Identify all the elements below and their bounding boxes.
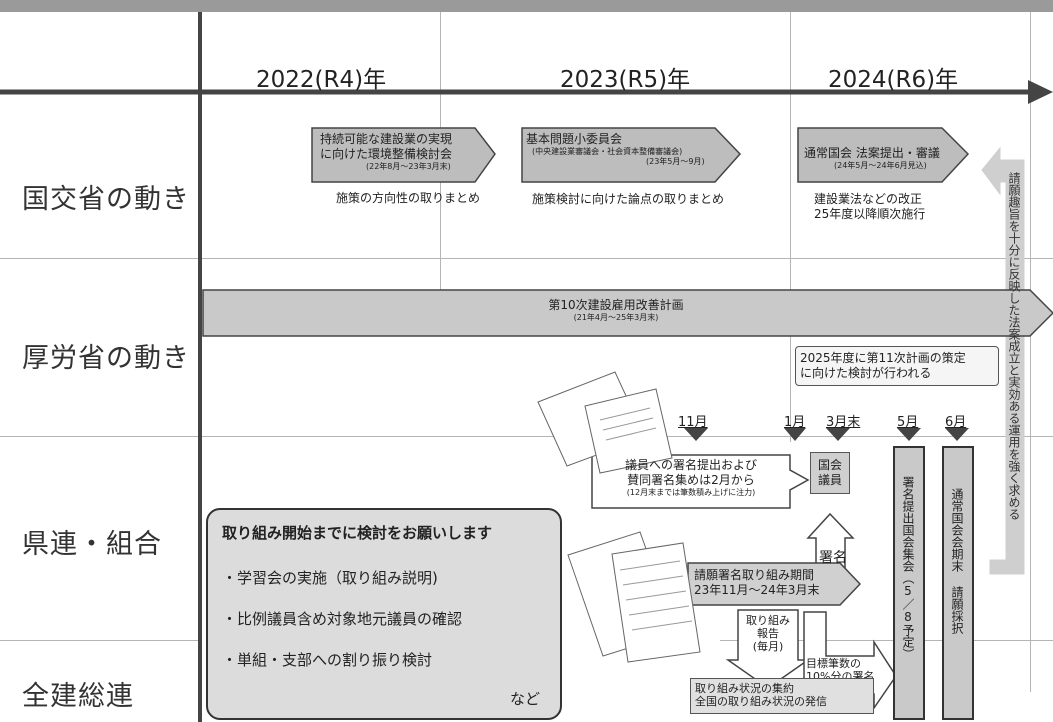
mhlw-plan-arrow	[202, 289, 1053, 337]
mlit-arrow-1-period: (22年8月〜23年3月末)	[366, 162, 451, 171]
return-arrow	[981, 146, 1025, 575]
mhlw-next-plan-1: 2025年度に第11次計画の策定	[800, 351, 966, 365]
mlit-arrow-2-line2: (中央建設業審議会・社会資本整備審議会)	[532, 147, 683, 156]
mlit-arrow-1	[311, 127, 496, 183]
request-item-3: ・単組・支部への割り振り検討	[222, 651, 433, 669]
mhlw-next-plan-2: に向けた検討が行われる	[800, 366, 932, 380]
top-bar	[0, 0, 1053, 12]
report-text: 取り組み 報告 (毎月)	[742, 614, 794, 653]
mlit-arrow-2-period: (23年5月〜9月)	[646, 157, 705, 166]
adopt-bar: 通常国会会期末 請願採択	[942, 446, 974, 720]
signature-label: 署名	[819, 550, 847, 566]
diet-member-box: 国会 議員	[810, 452, 850, 494]
mlit-arrow-3-period: (24年5月〜24年6月見込)	[834, 161, 927, 170]
diet-member-1: 国会	[817, 458, 842, 472]
divider-end	[1030, 12, 1031, 692]
month-may: 5月	[897, 415, 919, 430]
mlit-arrow-1-text: 持続可能な建設業の実現 に向けた環境整備検討会 (22年8月〜23年3月末)	[320, 132, 490, 172]
report-text-1: 取り組み	[746, 614, 790, 627]
diet-member-2: 議員	[817, 473, 842, 487]
mhlw-plan-label: 第10次建設雇用改善計画 (21年4月〜25年3月末)	[531, 298, 701, 323]
petition-side-text: 請願趣旨を十分に反映した法案成立と実効ある運用を強く求める	[1007, 172, 1021, 520]
request-etc: など	[510, 690, 541, 708]
signature-callout-1: 議員への署名提出および	[624, 458, 757, 472]
campaign-text-1: 請願署名取り組み期間	[694, 568, 815, 582]
mlit-arrow-2-line1: 基本問題小委員会	[526, 132, 623, 146]
collect-text-1: 取り組み状況の集約	[695, 682, 794, 695]
document-image-2	[567, 531, 701, 663]
mlit-arrow-2-text: 基本問題小委員会 (中央建設業審議会・社会資本整備審議会) (23年5月〜9月)	[526, 132, 726, 167]
mlit-arrow-3-text: 通常国会 法案提出・審議 (24年5月〜24年6月見込)	[804, 146, 964, 171]
rally-bar: 署名提出国会集会（5／8予定）	[893, 446, 925, 720]
year-2024: 2024(R6)年	[828, 67, 959, 93]
report-arrow	[725, 609, 811, 689]
mhlw-plan-period: (21年4月〜25年3月末)	[573, 313, 659, 322]
diet-member-text: 国会 議員	[811, 458, 849, 488]
month-mar-end: 3月末	[826, 415, 861, 430]
signature-arrow	[806, 512, 855, 569]
mlit-arrow-2	[521, 127, 742, 183]
row-label-pref: 県連・組合	[22, 529, 162, 560]
divider-2024	[790, 12, 791, 442]
collect-text-2: 全国の取り組み状況の発信	[695, 695, 827, 708]
row-divider-3b	[720, 640, 1053, 641]
mhlw-next-plan-text: 2025年度に第11次計画の策定 に向けた検討が行われる	[800, 351, 966, 381]
year-2023: 2023(R5)年	[560, 67, 691, 93]
row-label-mhlw: 厚労省の動き	[22, 343, 190, 374]
row-label-mlit: 国交省の動き	[22, 184, 190, 215]
report-text-2: 報告	[757, 627, 779, 640]
mlit-arrow-3-line1: 通常国会 法案提出・審議	[804, 146, 940, 160]
request-title: 取り組み開始までに検討をお願いします	[222, 524, 493, 542]
mlit-arrow-3-caption: 建設業法などの改正 25年度以降順次施行	[814, 192, 925, 222]
month-jun: 6月	[945, 415, 967, 430]
mhlw-plan-title: 第10次建設雇用改善計画	[548, 298, 684, 312]
mlit-arrow-3-caption-2: 25年度以降順次施行	[814, 207, 926, 221]
collect-box: 取り組み状況の集約 全国の取り組み状況の発信	[690, 678, 874, 714]
collect-text: 取り組み状況の集約 全国の取り組み状況の発信	[695, 682, 827, 708]
adopt-text: 通常国会会期末 請願採択	[950, 488, 964, 634]
mhlw-next-plan-box: 2025年度に第11次計画の策定 に向けた検討が行われる	[795, 346, 999, 386]
request-box: 取り組み開始までに検討をお願いします ・学習会の実施（取り組み説明) ・比例議員…	[206, 508, 562, 720]
signature-callout-2: 賛同署名集めは2月から	[627, 473, 755, 487]
month-jan: 1月	[784, 415, 806, 430]
mlit-arrow-1-line1: 持続可能な建設業の実現	[320, 132, 453, 146]
document-image-1	[537, 371, 673, 474]
mlit-arrow-2-caption: 施策検討に向けた論点の取りまとめ	[532, 192, 725, 206]
year-2022: 2022(R4)年	[256, 67, 387, 93]
request-item-1: ・学習会の実施（取り組み説明)	[222, 569, 438, 587]
signature-callout: 議員への署名提出および 賛同署名集めは2月から (12月末までは筆数積み上げに注…	[596, 458, 786, 498]
mlit-arrow-1-caption: 施策の方向性の取りまとめ	[336, 191, 481, 205]
campaign-text: 請願署名取り組み期間 23年11月〜24年3月末	[694, 568, 819, 598]
campaign-text-2: 23年11月〜24年3月末	[694, 583, 820, 597]
row-label-zenkensoren: 全建総連	[22, 681, 134, 712]
row-divider-1	[0, 258, 1053, 259]
report-text-3: (毎月)	[752, 640, 784, 653]
mlit-arrow-3	[797, 127, 970, 183]
month-nov: 11月	[678, 415, 708, 430]
row-divider-3	[0, 640, 200, 641]
request-item-2: ・比例議員含め対象地元議員の確認	[222, 610, 463, 628]
signature-callout-note: (12月末までは筆数積み上げに注力)	[626, 488, 756, 497]
target-text-1: 目標筆数の	[806, 657, 861, 670]
mlit-arrow-3-caption-1: 建設業法などの改正	[814, 192, 923, 206]
mlit-arrow-1-line2: に向けた環境整備検討会	[320, 147, 453, 161]
row-divider-2	[0, 436, 1053, 437]
rally-text: 署名提出国会集会（5／8予定）	[901, 476, 915, 660]
